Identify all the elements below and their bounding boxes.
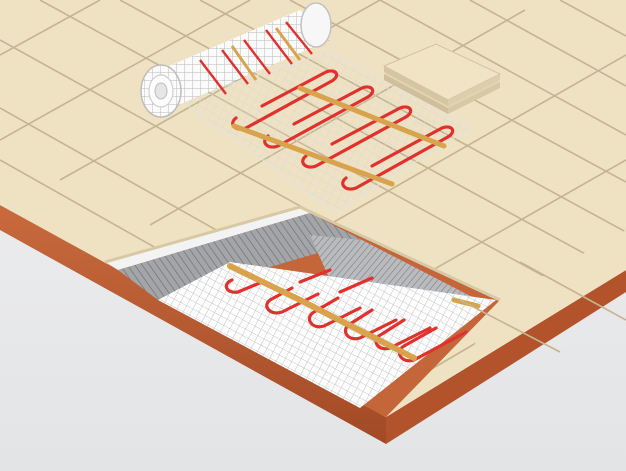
insulation-strip bbox=[105, 207, 310, 270]
mesh-roll-icon bbox=[140, 2, 332, 118]
cutaway-tape bbox=[227, 263, 417, 361]
tile-stack-icon bbox=[382, 43, 502, 114]
screed-layer bbox=[118, 213, 362, 300]
board-edge-left bbox=[0, 205, 386, 444]
unrolled-mesh-mat bbox=[178, 51, 471, 213]
cutaway-mesh-mat bbox=[158, 262, 496, 408]
tile-cut-edge bbox=[104, 205, 501, 302]
unrolled-tape bbox=[231, 85, 447, 187]
board-edge-right bbox=[386, 270, 626, 444]
tile-overlay-grout bbox=[459, 261, 626, 353]
